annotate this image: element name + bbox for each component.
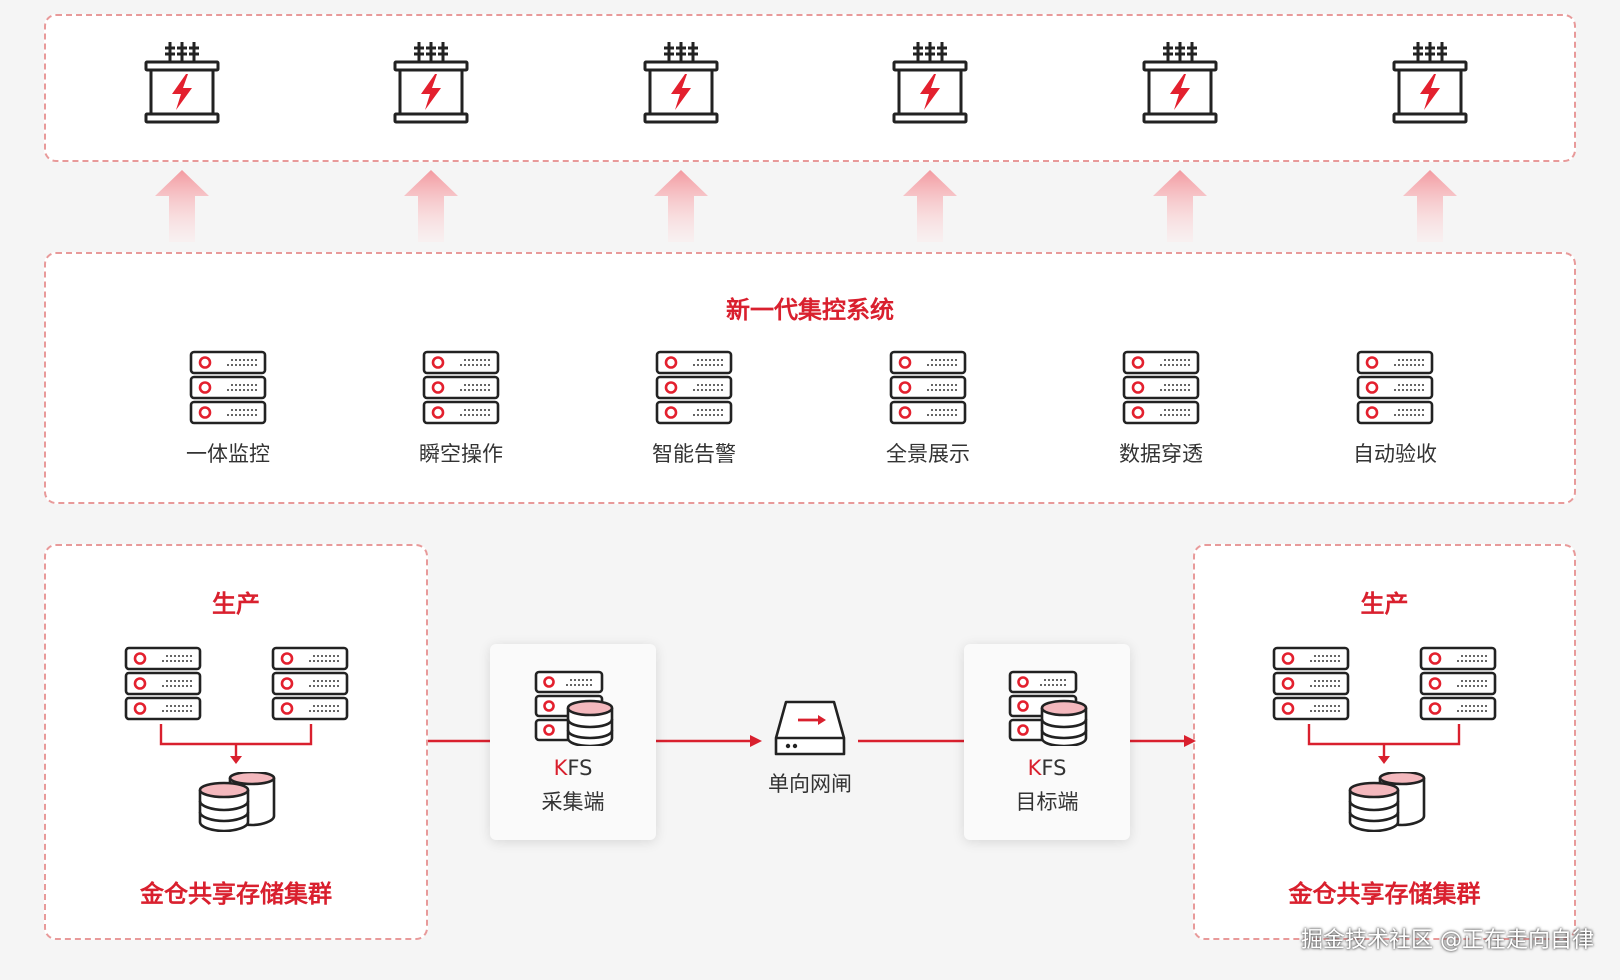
module-label: 智能告警 (652, 442, 736, 466)
module-instant-operation: 瞬空操作 (361, 350, 561, 468)
server-database-icon (1008, 670, 1088, 746)
left-production-panel (44, 544, 428, 940)
merge-connector (159, 724, 313, 764)
kfs-collector-card: KFS 采集端 (490, 644, 656, 840)
watermark: 掘金技术社区 @正在走向自律 (1301, 928, 1594, 953)
up-arrow-icon (903, 170, 957, 242)
kfs-collector-label: 采集端 (541, 790, 605, 814)
gateway-icon (774, 700, 846, 756)
module-label: 自动验收 (1353, 442, 1437, 466)
left-production-title: 生产 (212, 590, 260, 618)
merge-connector (1307, 724, 1461, 764)
module-label: 瞬空操作 (419, 442, 503, 466)
module-label: 一体监控 (186, 442, 270, 466)
up-arrow-icon (1153, 170, 1207, 242)
left-storage-label: 金仓共享存储集群 (140, 880, 332, 908)
module-auto-acceptance: 自动验收 (1295, 350, 1495, 468)
kfs-target-label: 目标端 (1015, 790, 1079, 814)
right-production-panel (1193, 544, 1576, 940)
kfs-brand: KFS (1027, 756, 1067, 780)
up-arrow-icon (1403, 170, 1457, 242)
module-panorama: 全景展示 (828, 350, 1028, 468)
control-system-title: 新一代集控系统 (726, 296, 894, 324)
up-arrow-icon (404, 170, 458, 242)
kfs-target-card: KFS 目标端 (964, 644, 1130, 840)
module-data-drilldown: 数据穿透 (1061, 350, 1261, 468)
module-label: 数据穿透 (1119, 442, 1203, 466)
up-arrow-icon (654, 170, 708, 242)
control-system-panel (44, 252, 1576, 504)
up-arrow-icon (155, 170, 209, 242)
right-storage-label: 金仓共享存储集群 (1288, 880, 1481, 908)
module-integrated-monitoring: 一体监控 (128, 350, 328, 468)
gateway-label: 单向网闸 (768, 772, 852, 796)
right-production-title: 生产 (1360, 590, 1409, 618)
module-label: 全景展示 (886, 442, 970, 466)
module-smart-alarm: 智能告警 (594, 350, 794, 468)
kfs-brand: KFS (553, 756, 593, 780)
field-devices-panel (44, 14, 1576, 162)
server-database-icon (534, 670, 614, 746)
